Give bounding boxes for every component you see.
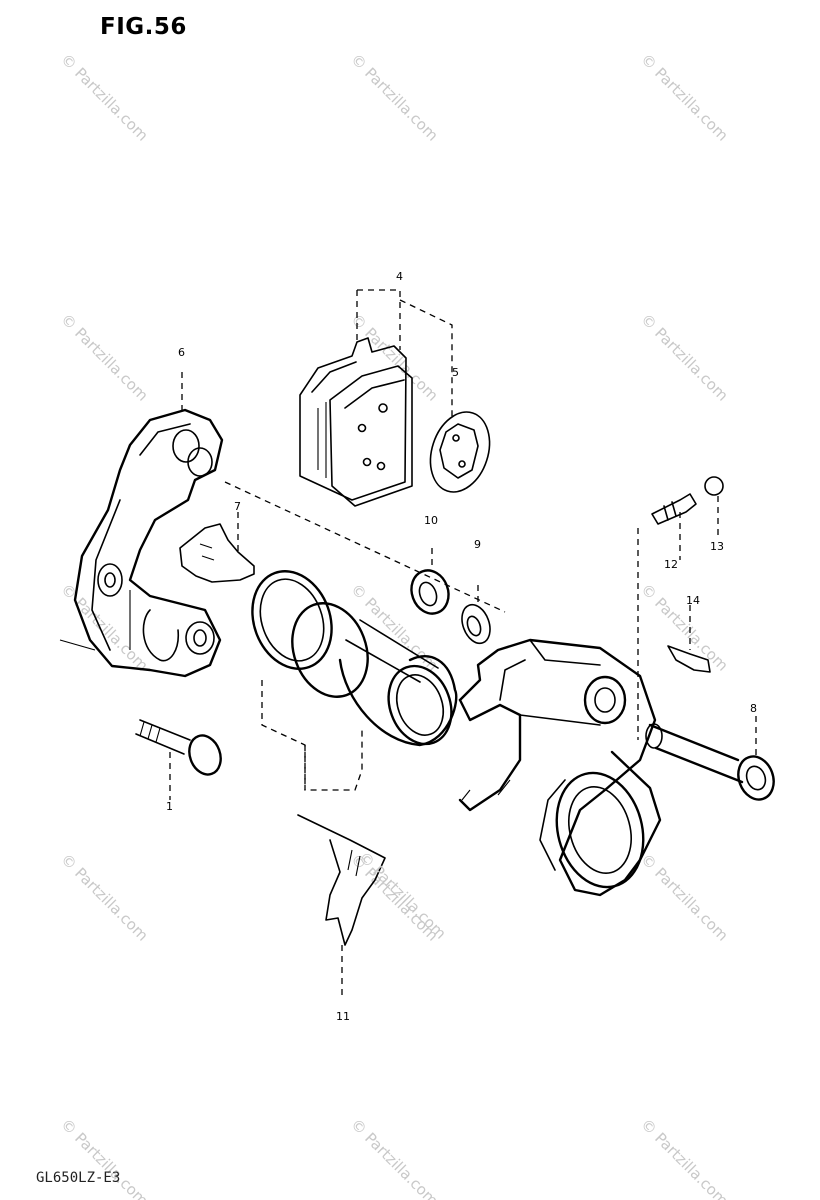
callout-4: 4 [396,270,403,283]
watermark: © Partzilla.com [347,50,442,145]
watermark-layer: © Partzilla.com © Partzilla.com © Partzi… [57,50,732,1200]
watermark: © Partzilla.com [355,848,450,943]
watermark: © Partzilla.com [347,580,442,675]
part-clip [667,605,711,673]
part-brake-pads [299,289,453,507]
part-hose-connector: © Partzilla.com [297,814,450,1000]
callout-9: 9 [474,538,481,551]
part-piston [251,570,458,791]
callout-7: 7 [234,500,241,513]
callout-8: 8 [750,702,757,715]
watermark: © Partzilla.com [637,850,732,945]
watermark: © Partzilla.com [347,310,442,405]
part-piston-seals [410,548,491,645]
watermark: © Partzilla.com [637,50,732,145]
watermark: © Partzilla.com [637,580,732,675]
callout-10: 10 [424,514,438,527]
part-caliper-body [458,638,662,897]
part-slide-pin [645,716,775,801]
callout-13: 13 [710,540,724,553]
callout-14: 14 [686,594,700,607]
callout-labels: 4 5 6 7 10 9 12 13 14 8 1 11 [166,270,757,1023]
watermark: © Partzilla.com [57,1115,152,1200]
part-shim [429,411,491,493]
part-bolt [135,719,222,800]
part-pad-spring [179,512,255,583]
part-bleeder-screw [637,476,724,740]
callout-5: 5 [452,366,459,379]
watermark: © Partzilla.com [57,850,152,945]
watermark: © Partzilla.com [637,310,732,405]
part-caliper-bracket [59,372,224,678]
callout-1: 1 [166,800,173,813]
figure-title: FIG.56 [100,14,187,40]
watermark: © Partzilla.com [57,310,152,405]
callout-6: 6 [178,346,185,359]
watermark: © Partzilla.com [637,1115,732,1200]
watermark: © Partzilla.com [57,50,152,145]
callout-12: 12 [664,558,678,571]
callout-11: 11 [336,1010,350,1023]
model-code: GL650LZ-E3 [36,1170,121,1186]
watermark: © Partzilla.com [347,1115,442,1200]
